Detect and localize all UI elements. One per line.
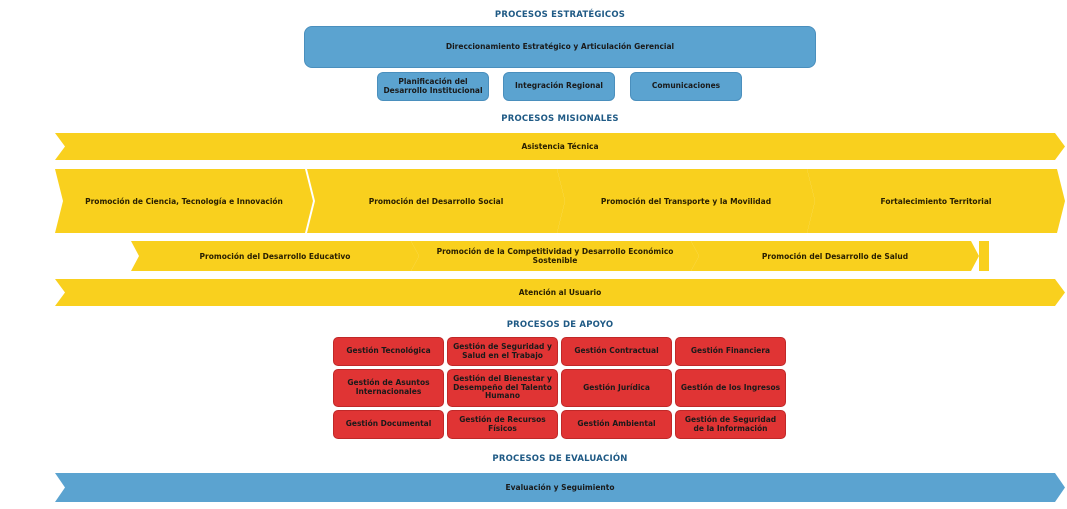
chevron-transporte-movilidad: Promoción del Transporte y la Movilidad — [557, 169, 815, 233]
chevron-fortalecimiento-territorial: Fortalecimiento Territorial — [807, 169, 1065, 233]
support-ingresos: Gestión de los Ingresos — [675, 369, 786, 407]
chevron-desarrollo-social: Promoción del Desarrollo Social — [307, 169, 565, 233]
strategic-item-planificacion: Planificación del Desarrollo Institucion… — [377, 72, 489, 101]
atencion-usuario-arrow: Atención al Usuario — [55, 279, 1065, 306]
support-recursos-fisicos: Gestión de Recursos Físicos — [447, 410, 558, 439]
strategic-section-title: PROCESOS ESTRATÉGICOS — [494, 10, 626, 20]
missional-row1: Promoción de Ciencia, Tecnología e Innov… — [55, 169, 1065, 233]
row2-end-block — [979, 241, 989, 271]
support-bienestar-talento: Gestión del Bienestar y Desempeño del Ta… — [447, 369, 558, 407]
chevron-desarrollo-educativo: Promoción del Desarrollo Educativo — [131, 241, 419, 271]
strategic-item-comunicaciones: Comunicaciones — [630, 72, 742, 101]
strategic-item-integracion: Integración Regional — [503, 72, 615, 101]
strategic-main-box: Direccionamiento Estratégico y Articulac… — [304, 26, 816, 68]
support-documental: Gestión Documental — [333, 410, 444, 439]
support-gestion-tecnologica: Gestión Tecnológica — [333, 337, 444, 366]
support-section-title: PROCESOS DE APOYO — [506, 320, 614, 330]
support-asuntos-internacionales: Gestión de Asuntos Internacionales — [333, 369, 444, 407]
support-juridica: Gestión Jurídica — [561, 369, 672, 407]
evaluation-section-title: PROCESOS DE EVALUACIÓN — [492, 454, 628, 464]
missional-section-title: PROCESOS MISIONALES — [501, 114, 619, 124]
support-seguridad-informacion: Gestión de Seguridad de la Información — [675, 410, 786, 439]
asistencia-tecnica-arrow: Asistencia Técnica — [55, 133, 1065, 160]
chevron-desarrollo-salud: Promoción del Desarrollo de Salud — [691, 241, 979, 271]
chevron-ciencia-tecnologia: Promoción de Ciencia, Tecnología e Innov… — [55, 169, 313, 233]
support-financiera: Gestión Financiera — [675, 337, 786, 366]
evaluacion-seguimiento-arrow: Evaluación y Seguimiento — [55, 473, 1065, 502]
missional-row2: Promoción del Desarrollo Educativo Promo… — [131, 241, 991, 271]
chevron-competitividad: Promoción de la Competitividad y Desarro… — [411, 241, 699, 271]
support-ambiental: Gestión Ambiental — [561, 410, 672, 439]
support-contractual: Gestión Contractual — [561, 337, 672, 366]
support-seguridad-salud: Gestión de Seguridad y Salud en el Traba… — [447, 337, 558, 366]
